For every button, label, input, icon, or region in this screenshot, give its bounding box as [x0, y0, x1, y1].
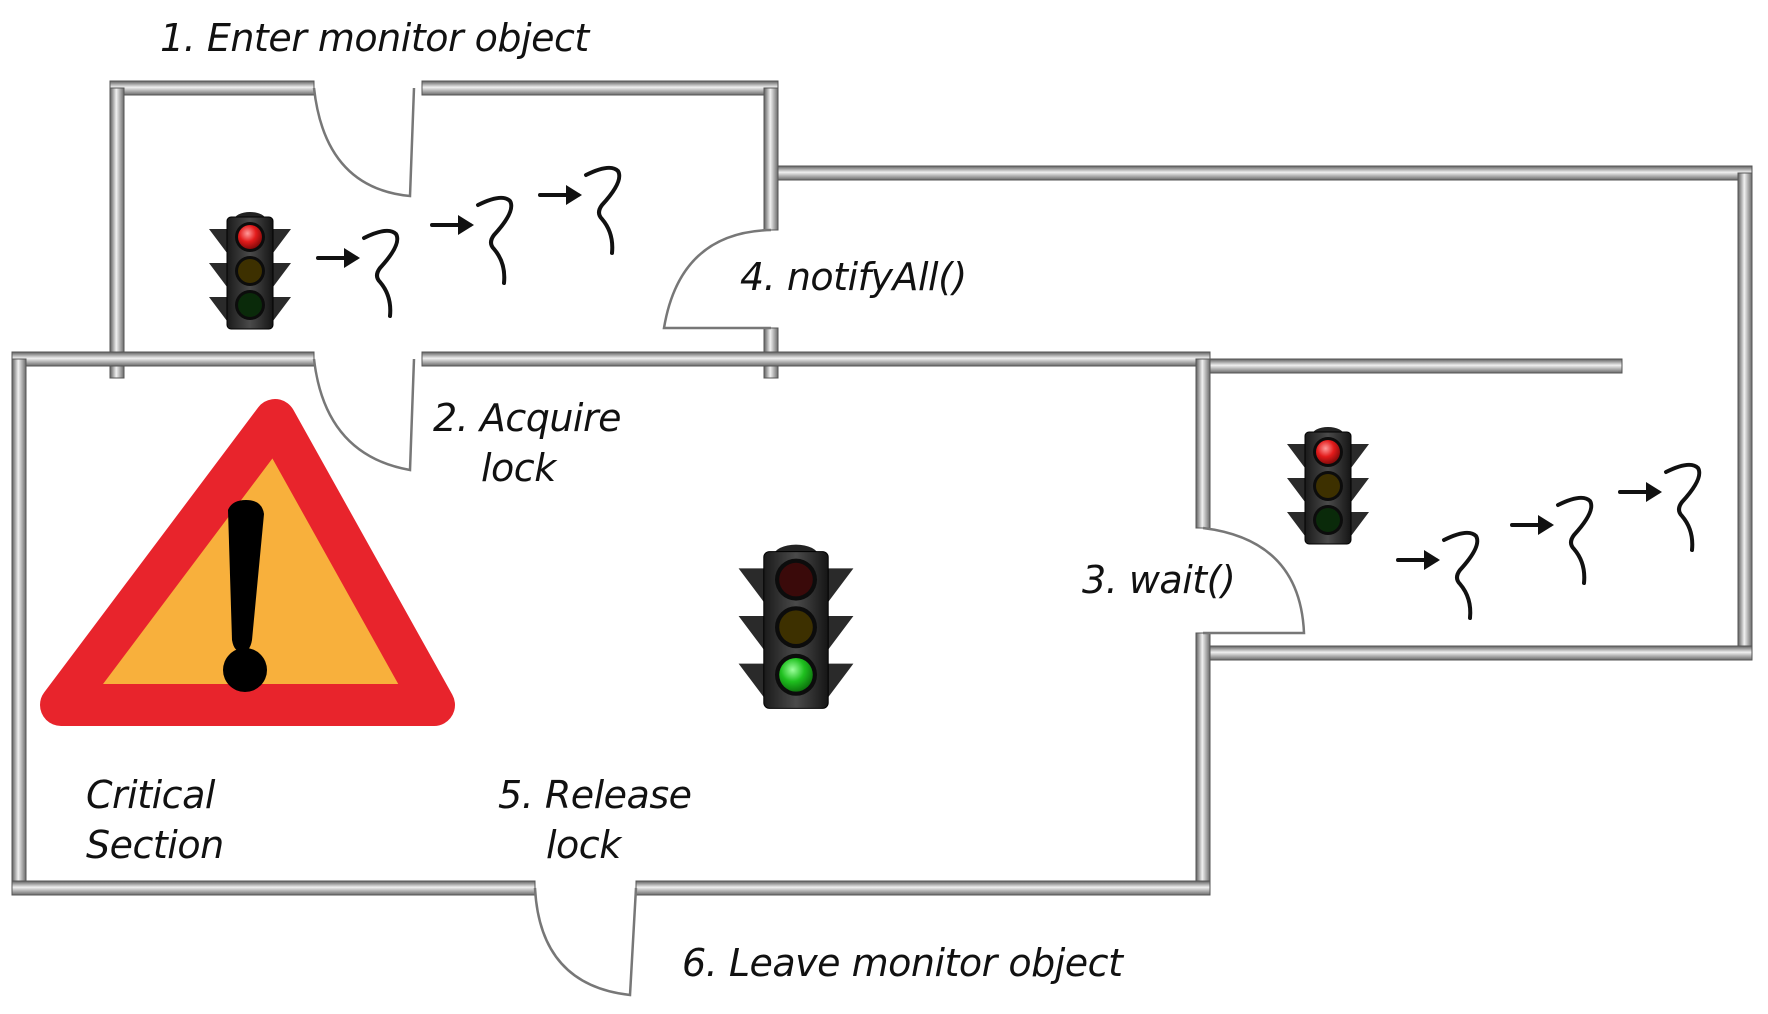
label-leave-monitor: 6. Leave monitor object — [682, 941, 1123, 985]
label-enter-monitor: 1. Enter monitor object — [160, 16, 589, 60]
wall-segment — [777, 165, 1753, 181]
traffic-light-wing — [273, 297, 291, 321]
door-leave — [533, 887, 638, 997]
traffic-light-wing — [1287, 444, 1305, 468]
door-wait — [1202, 526, 1306, 635]
amber-lamp — [779, 610, 813, 644]
thread-arrow-head — [458, 215, 474, 235]
label-acquire-line1: 2. Acquire — [433, 396, 622, 440]
thread-squiggle-icon — [430, 195, 514, 285]
wall-segment — [1195, 632, 1211, 896]
warning-triangle-icon — [40, 399, 455, 726]
thread-squiggle — [1556, 495, 1594, 585]
thread-squiggle-icon — [1510, 495, 1594, 585]
door-notify — [662, 228, 772, 330]
green-lamp — [779, 658, 813, 692]
thread-squiggle-icon — [1618, 462, 1702, 552]
thread-squiggle — [362, 228, 400, 318]
door-arcs — [312, 87, 1306, 997]
label-critical-line1: Critical — [86, 773, 215, 817]
traffic-light-wing — [828, 663, 854, 698]
traffic-light-wing — [1287, 512, 1305, 536]
traffic-light-wing — [1287, 478, 1305, 502]
thread-squiggle — [1442, 530, 1480, 620]
room-walls — [11, 80, 1753, 896]
wall-segment — [109, 87, 125, 379]
amber-lamp — [238, 259, 262, 283]
traffic-light-wing — [738, 616, 764, 650]
wall-segment — [109, 80, 315, 96]
label-critical-line2: Section — [86, 823, 224, 867]
green-lamp — [238, 293, 262, 317]
thread-squiggle-icon — [538, 165, 622, 255]
thread-arrow-head — [344, 248, 360, 268]
thread-arrow-head — [566, 185, 582, 205]
traffic-light-wing — [738, 568, 764, 602]
traffic-light-wing — [738, 663, 764, 698]
door-acquire — [312, 358, 416, 472]
label-critical-section: Critical Section — [86, 770, 224, 870]
thread-arrow-head — [1646, 482, 1662, 502]
thread-arrow-head — [1424, 550, 1440, 570]
green-lamp — [1316, 508, 1340, 532]
thread-squiggle — [476, 195, 514, 285]
traffic-light-wing — [209, 229, 227, 253]
wall-segment — [11, 351, 315, 367]
wall-segment — [1207, 645, 1753, 661]
label-release-line2: lock — [546, 823, 621, 867]
label-wait: 3. wait() — [1082, 558, 1236, 602]
traffic-light-wing — [273, 229, 291, 253]
wall-segment — [421, 80, 779, 96]
traffic-light-wing — [273, 263, 291, 287]
label-release-lock: 5. Release lock — [498, 770, 692, 870]
traffic-light-green-icon — [738, 544, 854, 709]
label-notify-all: 4. notifyAll() — [740, 255, 967, 299]
label-acquire-line2: lock — [481, 446, 556, 490]
traffic-light-red-icon — [209, 212, 291, 330]
wall-segment — [763, 87, 779, 231]
red-lamp — [1316, 440, 1340, 464]
traffic-light-wing — [828, 568, 854, 602]
wall-segment — [635, 880, 1211, 896]
thread-squiggle — [1664, 462, 1702, 552]
wall-segment — [1207, 358, 1623, 374]
wall-segment — [421, 351, 1211, 367]
thread-squiggle — [584, 165, 622, 255]
traffic-light-wing — [828, 616, 854, 650]
door-enter — [312, 87, 416, 198]
traffic-light-wing — [1351, 444, 1369, 468]
thread-arrow-head — [1538, 515, 1554, 535]
red-lamp — [238, 225, 262, 249]
traffic-light-wing — [209, 297, 227, 321]
traffic-light-wing — [1351, 512, 1369, 536]
traffic-lights — [209, 212, 1369, 709]
thread-squiggle-icon — [316, 228, 400, 318]
amber-lamp — [1316, 474, 1340, 498]
traffic-light-wing — [209, 263, 227, 287]
wall-segment — [1195, 358, 1211, 529]
label-release-line1: 5. Release — [498, 773, 692, 817]
thread-icons — [316, 165, 1702, 620]
wall-segment — [11, 880, 536, 896]
traffic-light-wing — [1351, 478, 1369, 502]
label-acquire-lock: 2. Acquire lock — [433, 393, 622, 493]
thread-squiggle-icon — [1396, 530, 1480, 620]
red-lamp — [779, 562, 813, 597]
wall-segment — [1737, 172, 1753, 661]
wall-segment — [11, 358, 27, 896]
traffic-light-red-icon — [1287, 427, 1369, 545]
